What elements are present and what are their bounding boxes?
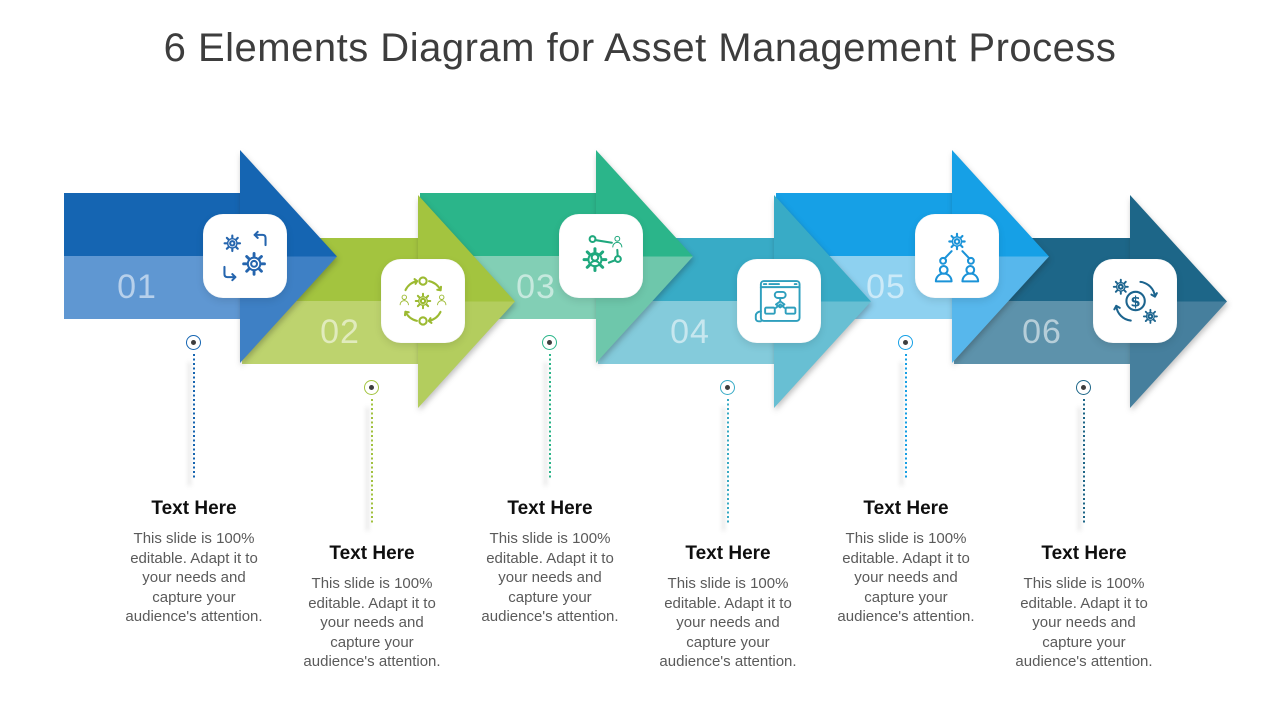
page-title: 6 Elements Diagram for Asset Management …: [163, 26, 1117, 70]
connector-line: [905, 354, 907, 478]
step-text: Text Here This slide is 100% editable. A…: [287, 543, 457, 672]
icon-card: [737, 259, 821, 343]
user-gear-network-icon: [582, 235, 623, 273]
gear-hierarchy-people-icon: [934, 232, 980, 283]
step-title: Text Here: [1041, 543, 1127, 564]
step-description: This slide is 100% editable. Adapt it to…: [837, 530, 975, 625]
step-text: Text Here This slide is 100% editable. A…: [109, 498, 279, 627]
step-title: Text Here: [863, 498, 949, 519]
connector-dot: [542, 335, 557, 350]
step-title: Text Here: [329, 543, 415, 564]
connector-line: [727, 399, 729, 523]
step-number: 03: [516, 268, 556, 306]
step-number: 05: [866, 268, 906, 306]
connector-dot: [186, 335, 201, 350]
step-number: 06: [1022, 313, 1062, 351]
connector-line: [1083, 399, 1085, 523]
svg-text:$: $: [1131, 294, 1141, 310]
icon-card: [915, 214, 999, 298]
step-description: This slide is 100% editable. Adapt it to…: [125, 530, 263, 625]
step-title: Text Here: [151, 498, 237, 519]
step-description: This slide is 100% editable. Adapt it to…: [1015, 575, 1153, 670]
connector-line: [549, 354, 551, 478]
flowchart-document-icon: [754, 280, 801, 323]
step-description: This slide is 100% editable. Adapt it to…: [659, 575, 797, 670]
step-text: Text Here This slide is 100% editable. A…: [821, 498, 991, 627]
connector-line: [371, 399, 373, 523]
step-number: 01: [117, 268, 157, 306]
money-gears-cycle-icon: $: [1112, 278, 1158, 324]
step-title: Text Here: [685, 543, 771, 564]
connector-dot: [364, 380, 379, 395]
step-description: This slide is 100% editable. Adapt it to…: [303, 575, 441, 670]
connector-dot: [720, 380, 735, 395]
connector-dot: [898, 335, 913, 350]
step-title: Text Here: [507, 498, 593, 519]
connector-dot: [1076, 380, 1091, 395]
icon-card: [559, 214, 643, 298]
step-number: 02: [320, 313, 360, 351]
step-description: This slide is 100% editable. Adapt it to…: [481, 530, 619, 625]
gears-sync-icon: [223, 230, 267, 282]
step-text: Text Here This slide is 100% editable. A…: [643, 543, 813, 672]
icon-card: [203, 214, 287, 298]
team-collaboration-gear-icon: [399, 276, 447, 326]
icon-card: [381, 259, 465, 343]
step-text: Text Here This slide is 100% editable. A…: [999, 543, 1169, 672]
connector-line: [193, 354, 195, 478]
step-text: Text Here This slide is 100% editable. A…: [465, 498, 635, 627]
icon-card: $: [1093, 259, 1177, 343]
step-number: 04: [670, 313, 710, 351]
